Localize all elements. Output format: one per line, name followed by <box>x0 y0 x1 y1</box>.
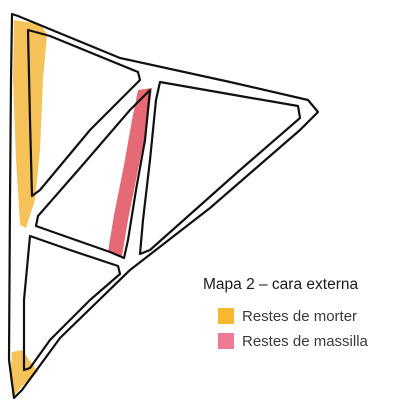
putty-remains-center <box>108 88 152 256</box>
legend-swatch-mortar <box>218 308 234 324</box>
legend-title: Mapa 2 – cara externa <box>203 276 359 293</box>
pane-upper-left <box>26 28 142 198</box>
legend-item-putty: Restes de massilla <box>218 332 400 350</box>
legend-swatch-putty <box>218 333 234 349</box>
legend-label-putty: Restes de massilla <box>242 332 368 350</box>
frame-outer-outline <box>7 12 320 400</box>
pane-upper-right <box>138 80 302 256</box>
mortar-remains-bottom-left <box>10 350 38 396</box>
pane-middle <box>34 88 152 260</box>
legend-label-mortar: Restes de morter <box>242 307 358 325</box>
legend-item-mortar: Restes de morter <box>218 307 400 325</box>
pane-lower-left <box>22 234 122 372</box>
legend: Mapa 2 – cara externa Restes de morter R… <box>203 276 400 357</box>
